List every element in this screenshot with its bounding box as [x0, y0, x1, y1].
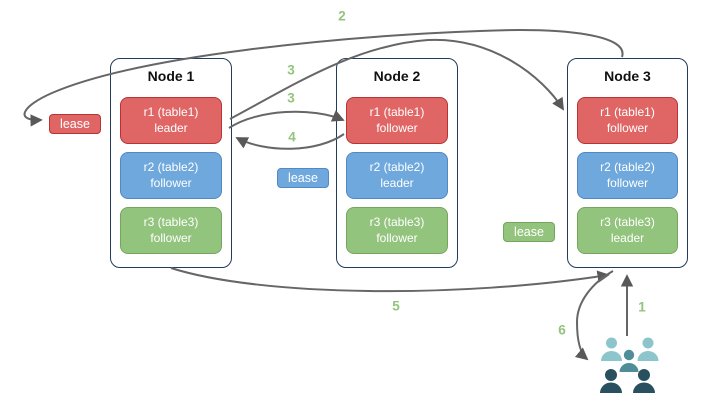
replica-label-line1: r2 (table2) — [143, 159, 199, 174]
replica-label-line1: r2 (table2) — [600, 159, 655, 174]
node-3-title: Node 3 — [604, 68, 651, 84]
arrow-step3-replicate-to-node2 — [228, 110, 345, 129]
replica-node2-r3-table3-follower: r3 (table3) follower — [346, 207, 448, 254]
step-label-5: 5 — [392, 298, 400, 314]
replica-label-line1: r2 (table2) — [369, 159, 425, 174]
step-label-3a: 3 — [287, 62, 295, 78]
step-label-2: 2 — [338, 8, 346, 24]
replica-label-line2: follower — [376, 230, 418, 245]
replica-node1-r1-table1-leader: r1 (table1) leader — [120, 97, 222, 144]
replica-label-line2: follower — [376, 120, 418, 135]
step-label-3b: 3 — [287, 90, 295, 106]
replica-label-line2: leader — [154, 120, 188, 135]
lease-badge-table2: lease — [277, 168, 329, 188]
replica-node3-r3-table3-leader: r3 (table3) leader — [577, 207, 678, 254]
step-label-6: 6 — [558, 322, 566, 338]
node-1-box: Node 1 r1 (table1) leader r2 (table2) fo… — [110, 58, 232, 268]
node-2-replicas: r1 (table1) follower r2 (table2) leader … — [346, 97, 448, 254]
clients-people-icon — [600, 337, 659, 393]
lease-badge-table1: lease — [49, 114, 101, 134]
replica-label-line2: follower — [150, 230, 192, 245]
replica-node3-r2-table2-follower: r2 (table2) follower — [577, 152, 678, 199]
node-3-box: Node 3 r1 (table1) follower r2 (table2) … — [567, 58, 688, 268]
node-2-box: Node 2 r1 (table1) follower r2 (table2) … — [336, 58, 458, 268]
replica-label-line1: r1 (table1) — [369, 104, 425, 119]
step-label-4: 4 — [288, 129, 296, 145]
replica-node1-r2-table2-follower: r2 (table2) follower — [120, 152, 222, 199]
node-3-replicas: r1 (table1) follower r2 (table2) followe… — [577, 97, 678, 254]
replica-label-line2: leader — [610, 230, 645, 245]
node-1-replicas: r1 (table1) leader r2 (table2) follower … — [120, 97, 222, 254]
replica-node1-r3-table3-follower: r3 (table3) follower — [120, 207, 222, 254]
replica-node2-r2-table2-leader: r2 (table2) leader — [346, 152, 448, 199]
replica-node2-r1-table1-follower: r1 (table1) follower — [346, 97, 448, 144]
replica-label-line2: follower — [606, 120, 649, 135]
replica-label-line1: r3 (table3) — [143, 214, 199, 229]
arrow-step5-node1-to-node3 — [170, 267, 610, 293]
arrow-step6-response-to-client — [574, 270, 614, 361]
replica-label-line1: r3 (table3) — [369, 214, 425, 229]
node-1-title: Node 1 — [147, 68, 195, 84]
replica-label-line1: r3 (table3) — [600, 214, 655, 229]
replica-label-line2: follower — [150, 175, 192, 190]
replica-label-line1: r1 (table1) — [600, 104, 655, 119]
step-label-1: 1 — [638, 299, 646, 315]
node-2-title: Node 2 — [373, 68, 421, 84]
lease-badge-table3: lease — [503, 222, 555, 242]
replica-node3-r1-table1-follower: r1 (table1) follower — [577, 97, 678, 144]
replica-label-line2: follower — [606, 175, 649, 190]
replica-label-line1: r1 (table1) — [143, 104, 199, 119]
replica-label-line2: leader — [380, 175, 414, 190]
